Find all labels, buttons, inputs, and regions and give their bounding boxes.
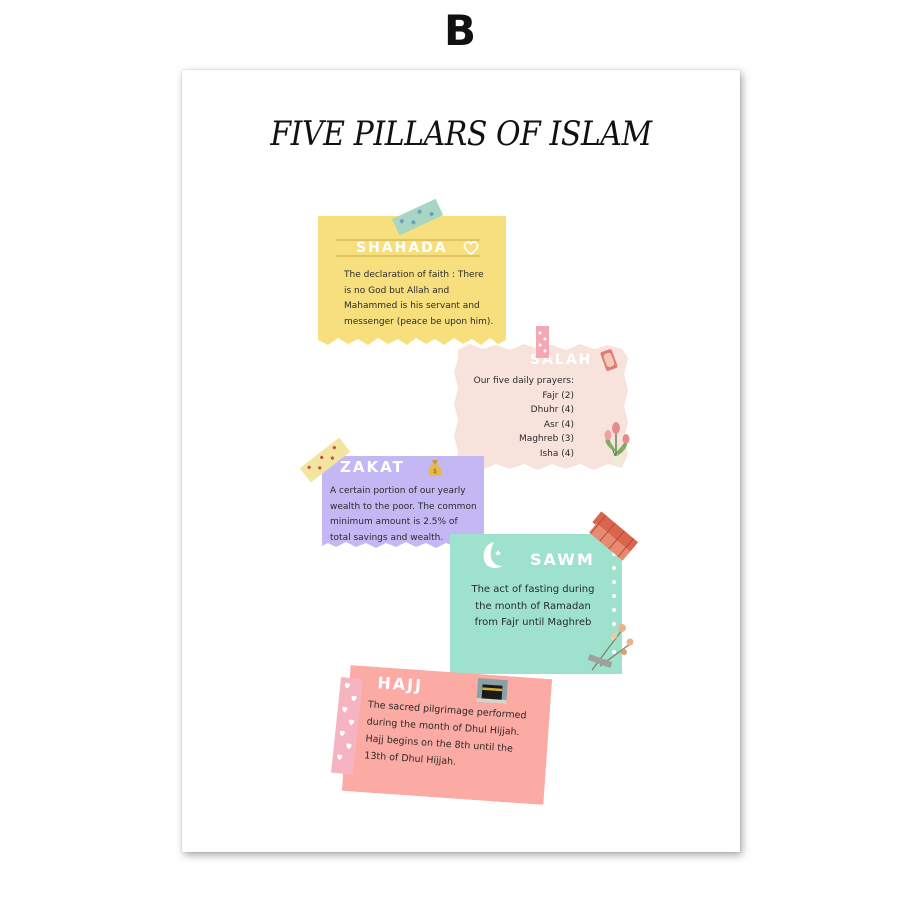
- zakat-line: wealth to the poor. The common: [330, 501, 477, 512]
- prayer-item: Isha (4): [539, 448, 574, 459]
- salah-intro: Our five daily prayers:: [473, 376, 574, 386]
- zakat-line: A certain portion of our yearly: [330, 486, 466, 496]
- poster: FIVE PILLARS OF ISLAM SHAHADA The declar…: [182, 70, 740, 852]
- zakat-line: total savings and wealth.: [330, 532, 444, 543]
- shahada-card: SHAHADA The declaration of faith : There…: [318, 216, 506, 352]
- poster-title: FIVE PILLARS OF ISLAM: [270, 114, 652, 154]
- salah-list: Our five daily prayers: Fajr (2) Dhuhr (…: [474, 374, 574, 461]
- prayer-item: Fajr (2): [542, 390, 574, 401]
- zakat-money-bag-icon: $: [428, 460, 442, 476]
- variant-letter: B: [443, 6, 476, 55]
- sawm-heading: SAWM: [530, 550, 595, 569]
- zakat-line: minimum amount is 2.5% of: [330, 517, 458, 527]
- sawm-paper: [450, 534, 622, 674]
- sawm-line: The act of fasting during: [471, 584, 595, 595]
- shahada-heart-icon: [463, 241, 479, 255]
- shahada-heading: SHAHADA: [356, 240, 448, 256]
- washi-tape-green: [392, 198, 444, 236]
- salah-paper: [454, 344, 628, 470]
- shahada-line: messenger (peace be upon him).: [344, 316, 494, 327]
- prayer-item: Dhuhr (4): [530, 405, 574, 415]
- washi-tape-pink: [536, 326, 549, 358]
- hajj-body: The sacred pilgrimage performed during t…: [364, 696, 527, 775]
- zakat-card: ZAKAT $ A certain portion of our yearly …: [322, 456, 484, 550]
- shahada-line: Mahammed is his servant and: [344, 301, 480, 311]
- sawm-line: from Fajr until Maghreb: [474, 617, 592, 628]
- zakat-body: A certain portion of our yearly wealth t…: [330, 484, 477, 546]
- sawm-crescent-moon-icon: [483, 542, 502, 569]
- shahada-line: The declaration of faith : There: [344, 270, 484, 280]
- hajj-kaaba-icon: [476, 678, 508, 705]
- svg-text:$: $: [433, 468, 437, 475]
- washi-tape-red: [588, 511, 639, 561]
- zakat-paper: [322, 456, 484, 548]
- washi-tape-hearts: [331, 677, 363, 775]
- prayer-item: Maghreb (3): [518, 434, 574, 444]
- dried-flowers-icon: [587, 624, 634, 671]
- sawm-line: the month of Ramadan: [475, 600, 591, 612]
- salah-prayer-mat-icon: [600, 349, 618, 371]
- salah-card: SALAH Our five daily prayers: Fajr (2) D…: [454, 344, 630, 470]
- sawm-body: The act of fasting during the month of R…: [450, 582, 616, 632]
- hajj-card: HAJJ The sacred pilgrimage performed dur…: [341, 665, 553, 805]
- shahada-line: is no God but Allah and: [344, 285, 450, 296]
- shahada-body: The declaration of faith : There is no G…: [344, 268, 493, 330]
- shahada-paper: [318, 216, 506, 345]
- zakat-heading: ZAKAT: [340, 458, 405, 476]
- hajj-heading: HAJJ: [376, 673, 424, 696]
- sawm-card: SAWM The act of fasting during the month…: [450, 534, 622, 674]
- tulip-icon: [604, 422, 630, 465]
- washi-tape-yellow: [299, 437, 351, 483]
- prayer-item: Asr (4): [543, 419, 574, 430]
